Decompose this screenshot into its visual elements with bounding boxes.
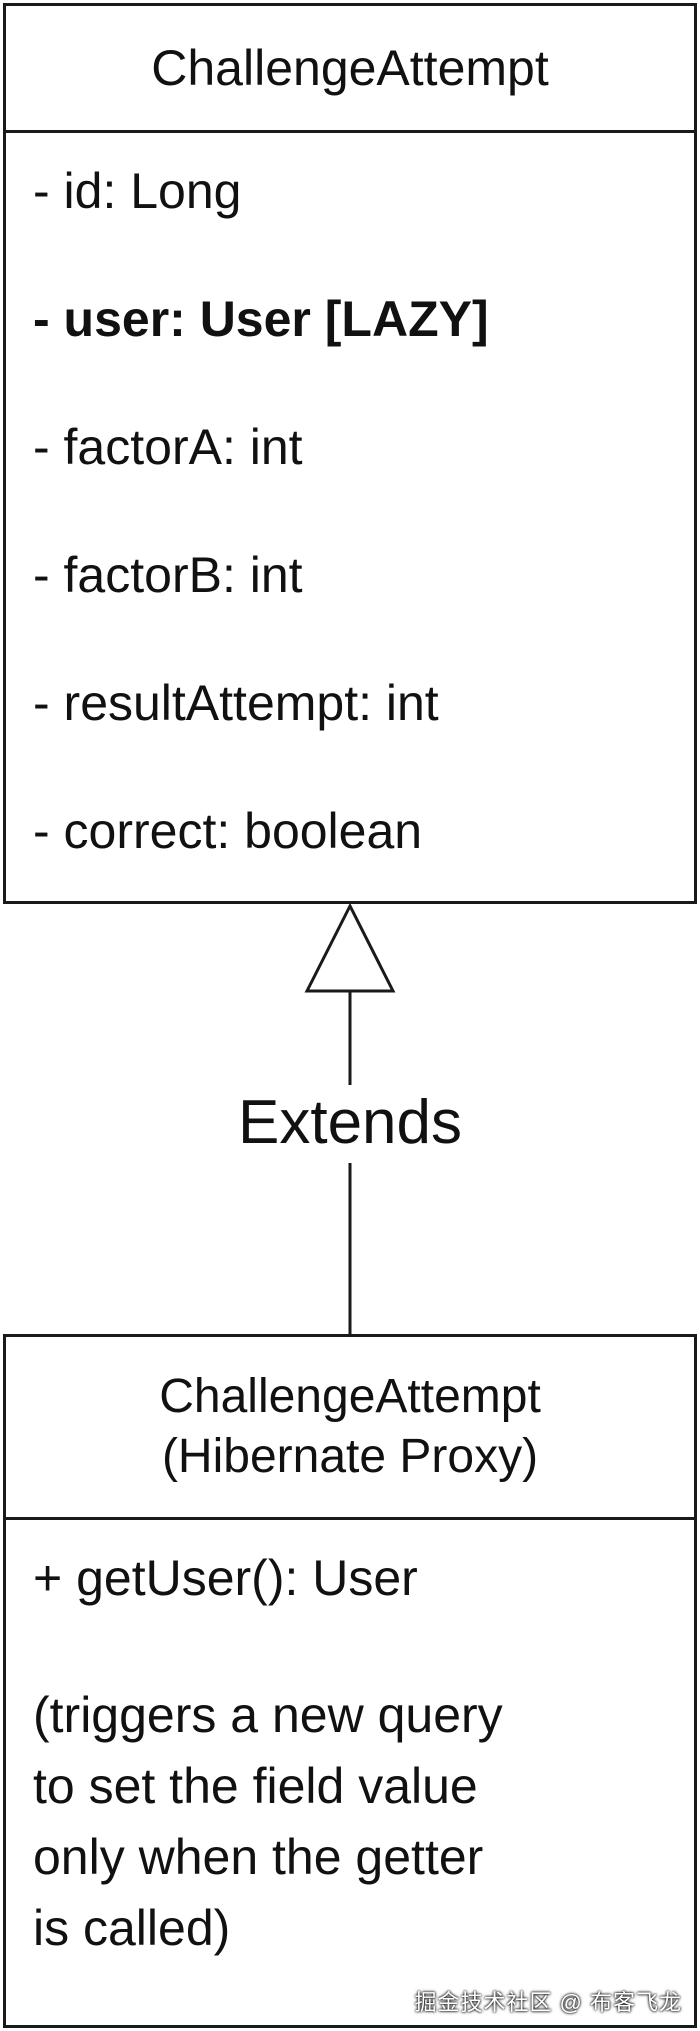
class-name: ChallengeAttempt: [6, 6, 694, 133]
attribute-result-attempt: - resultAttempt: int: [33, 675, 439, 731]
method-get-user: + getUser(): User: [33, 1550, 418, 1606]
uml-class-hibernate-proxy: ChallengeAttempt (Hibernate Proxy) + get…: [3, 1334, 697, 2028]
class-header: ChallengeAttempt (Hibernate Proxy): [6, 1337, 694, 1520]
attribute-user: - user: User [LAZY]: [33, 291, 489, 347]
extends-label: Extends: [237, 1088, 463, 1157]
note-line: (triggers a new query: [33, 1687, 503, 1743]
class-name: ChallengeAttempt: [159, 1370, 541, 1423]
attribute-id: - id: Long: [33, 163, 242, 219]
note-line: to set the field value: [33, 1758, 478, 1814]
note-line: only when the getter: [33, 1829, 484, 1885]
attribute-factor-b: - factorB: int: [33, 547, 303, 603]
watermark: 掘金技术社区 @ 布客飞龙: [414, 1990, 682, 2015]
note-line: is called): [33, 1900, 231, 1956]
inheritance-arrowhead: [304, 902, 396, 993]
class-stereotype: (Hibernate Proxy): [161, 1430, 539, 1483]
method-note: (triggers a new query to set the field v…: [33, 1680, 673, 1964]
attribute-correct: - correct: boolean: [33, 803, 423, 859]
attribute-factor-a: - factorA: int: [33, 419, 303, 475]
uml-class-challenge-attempt: ChallengeAttempt - id: Long - user: User…: [3, 3, 697, 904]
